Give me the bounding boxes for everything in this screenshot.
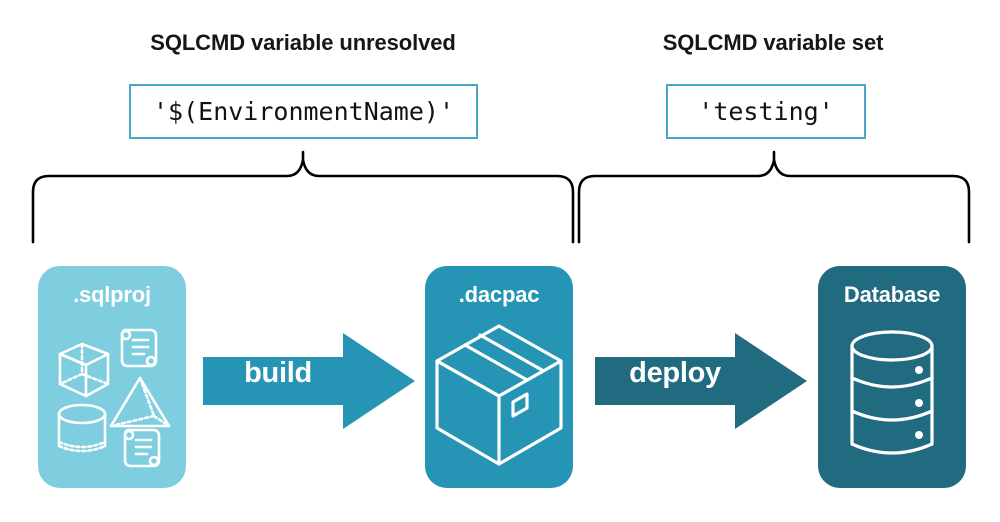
package-box-icon bbox=[435, 324, 563, 466]
database-artwork bbox=[850, 330, 934, 455]
build-arrow-icon bbox=[203, 333, 415, 429]
dacpac-artwork bbox=[435, 324, 563, 466]
right-brace-icon bbox=[577, 150, 971, 244]
sqlproj-artwork bbox=[57, 328, 171, 468]
stage-card-dacpac[interactable]: .dacpac bbox=[425, 266, 573, 488]
scroll-icon bbox=[120, 328, 158, 368]
stage-card-sqlproj-label: .sqlproj bbox=[73, 282, 151, 307]
arrow-right-icon bbox=[203, 333, 415, 429]
database-cylinder-icon bbox=[850, 330, 934, 455]
sqlcmd-variable-value-box-right: 'testing' bbox=[666, 84, 866, 139]
annotation-heading-left: SQLCMD variable unresolved bbox=[150, 30, 456, 55]
pyramid-icon bbox=[109, 376, 171, 428]
cube-icon bbox=[58, 342, 110, 398]
stage-card-sqlproj[interactable]: .sqlproj bbox=[38, 266, 186, 488]
left-brace-icon bbox=[31, 150, 575, 244]
annotation-heading-right: SQLCMD variable set bbox=[662, 30, 884, 55]
stage-card-dacpac-label: .dacpac bbox=[458, 282, 540, 307]
cylinder-icon bbox=[57, 403, 107, 453]
build-arrow-label: build bbox=[244, 357, 312, 389]
deploy-arrow-icon bbox=[595, 333, 807, 429]
arrow-right-icon bbox=[595, 333, 807, 429]
deploy-arrow-label: deploy bbox=[629, 357, 721, 389]
scroll-icon bbox=[123, 428, 161, 468]
sqlcmd-variable-value-box-left: '$(EnvironmentName)' bbox=[129, 84, 478, 139]
stage-card-database[interactable]: Database bbox=[818, 266, 966, 488]
stage-card-database-label: Database bbox=[843, 282, 941, 307]
